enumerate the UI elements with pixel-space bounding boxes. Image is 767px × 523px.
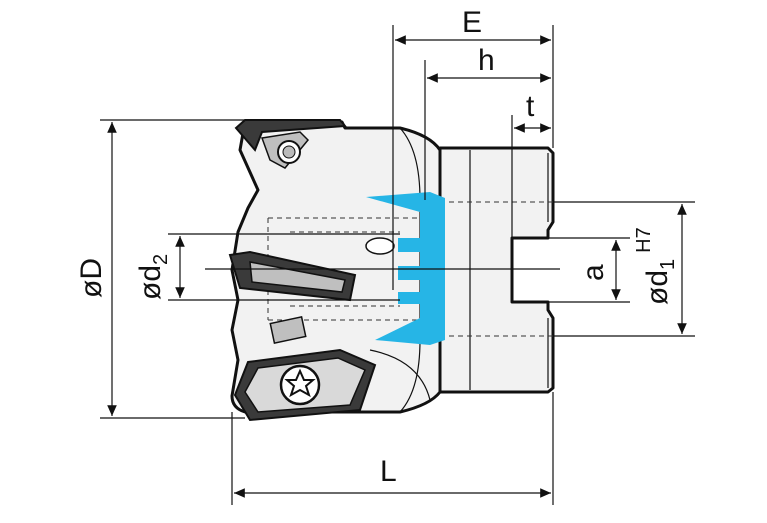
label-d2: ød2	[134, 254, 172, 300]
label-h: h	[478, 44, 495, 77]
label-d1: ød1H7	[633, 227, 679, 305]
extension-lines	[100, 25, 695, 505]
label-t: t	[526, 90, 535, 123]
bore-hidden-lines	[267, 201, 553, 337]
coolant-channels	[365, 192, 445, 345]
label-L: L	[380, 455, 397, 488]
bottom-insert	[233, 348, 431, 422]
label-a: a	[577, 264, 610, 281]
label-D: øD	[75, 258, 108, 298]
dimension-lines	[107, 35, 687, 498]
shank-body	[438, 146, 555, 394]
label-E: E	[462, 6, 482, 39]
